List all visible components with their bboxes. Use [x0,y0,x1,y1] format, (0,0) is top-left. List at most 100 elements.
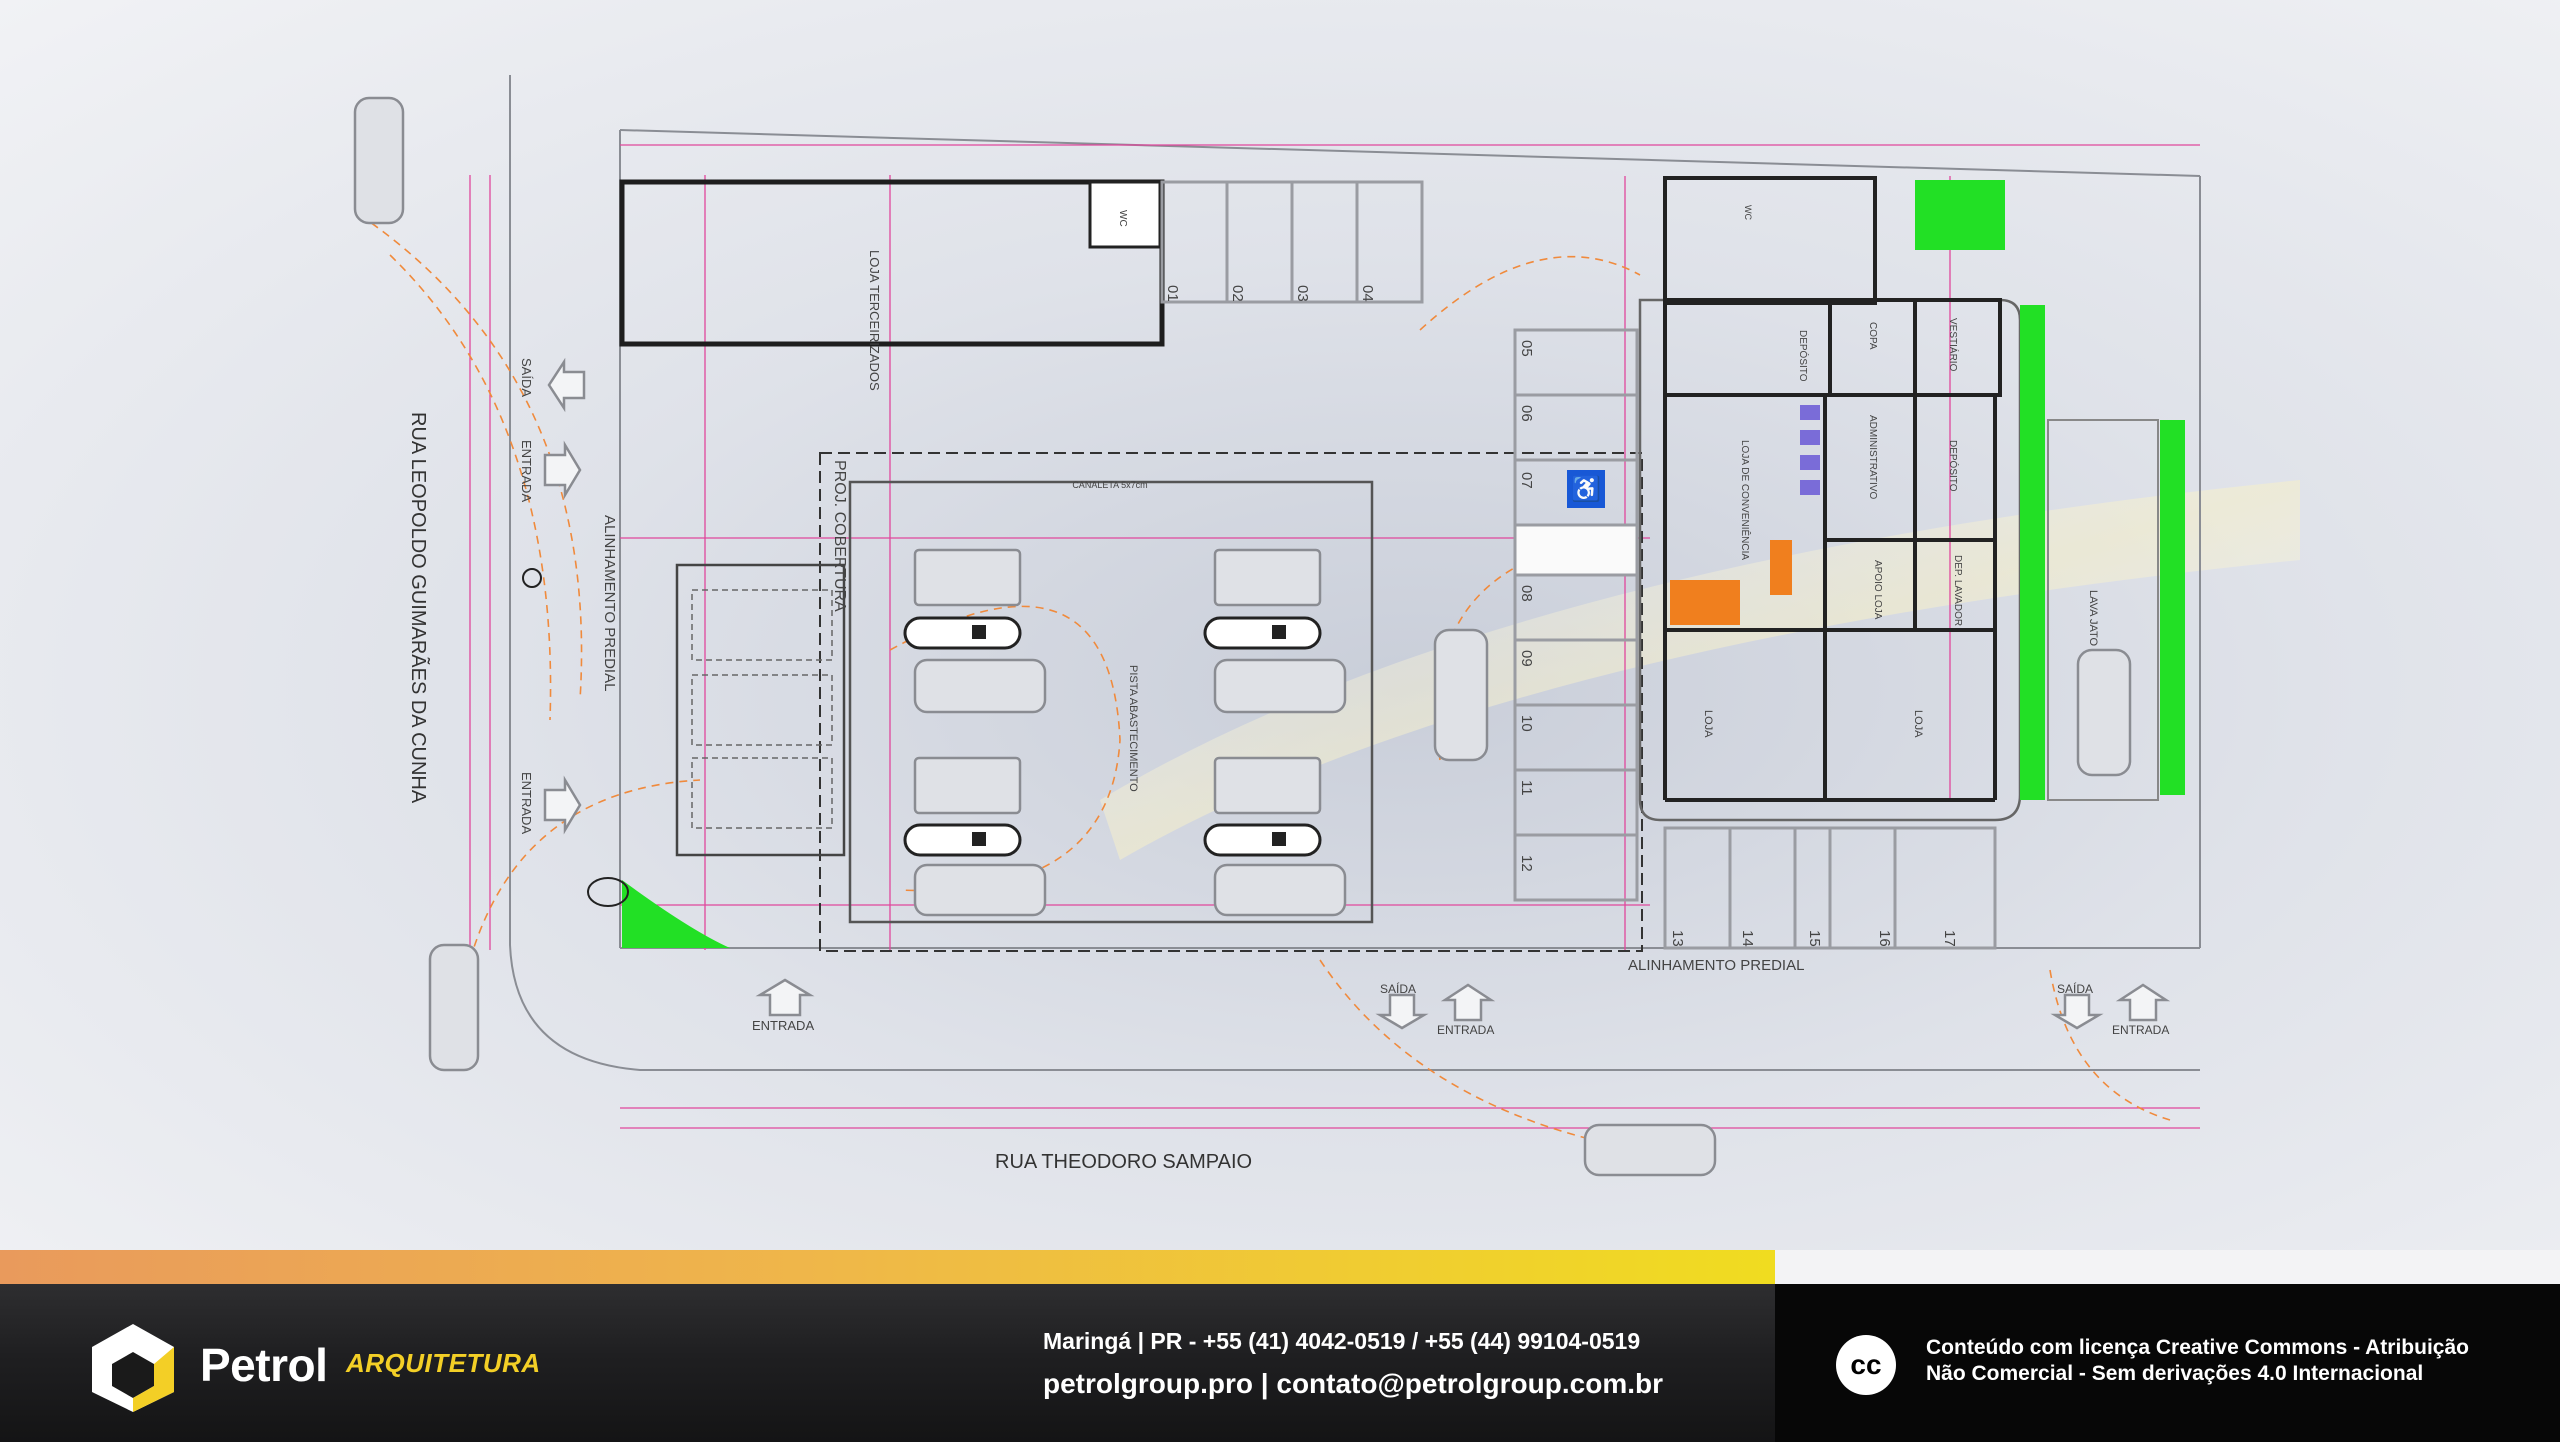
space-14: 14 [1739,930,1756,947]
entry-label-bottom-3: ENTRADA [2112,1023,2169,1037]
footer [0,1250,2560,1442]
wheelchair-icon: ♿ [1571,475,1601,503]
entry-arrow-bottom-1 [755,978,815,1017]
street-car-3 [1583,1123,1717,1177]
store-support-label: APOIO LOJA [1872,560,1883,620]
service-rooms [1663,298,2002,397]
footer-bar-right [1775,1284,2560,1442]
light-sweep [1100,480,2300,860]
entry-arrow-left-1 [543,440,582,500]
footer-stripe-right [1775,1250,2560,1284]
space-16: 16 [1876,930,1893,947]
pump-cars [913,548,1347,917]
pump-curve [889,605,1121,892]
wc-block-top [1663,176,1877,305]
space-04: 04 [1359,285,1376,302]
store-left-label: LOJA [1702,710,1714,738]
canopy-area [848,480,1374,924]
grass-strip-left [2020,305,2045,800]
space-03: 03 [1294,285,1311,302]
accessible-parking-icon [1567,470,1605,508]
floor-plan-area: WC LOJA TERCEIRIZADOS 01 02 03 04 PROJ. … [0,0,2560,1250]
property-line-top [619,129,2201,177]
space-07: 07 [1518,472,1535,489]
turn-curve-3 [469,779,701,961]
exit-label-bottom-1: SAÍDA [1380,981,1416,996]
grass-strip-right [2160,420,2185,795]
brand-name: Petrol [200,1339,328,1391]
kitchen-label: COPA [1867,322,1878,350]
entry-label-left-2: ENTRADA [519,772,534,834]
parking-top [1160,180,1424,304]
grass-top [1915,180,2005,250]
main-building-outline [1638,298,2022,822]
license-line-2: Não Comercial - Sem derivações 4.0 Inter… [1926,1362,2424,1385]
creative-commons-icon: cc [1836,1335,1896,1395]
exit-label-left: SAÍDA [519,358,534,397]
turn-curve-4 [1419,255,1641,331]
alignment-bottom-label: ALINHAMENTO PREDIAL [1628,957,1804,974]
fuel-tanks-area [675,563,846,857]
deposit-top-label: DEPÓSITO [1797,330,1810,382]
third-party-store-label: LOJA TERCEIRIZADOS [867,250,882,391]
brand-subtitle: ARQUITETURA [346,1348,541,1378]
grass-corner [622,880,730,948]
space-15: 15 [1806,930,1823,947]
entry-arrow-bottom-3 [2115,983,2171,1022]
space-11: 11 [1518,780,1535,796]
turn-curve-2 [389,254,552,721]
space-12: 12 [1518,855,1535,872]
car-wash-car [2076,648,2132,777]
turn-curve-1 [359,214,583,701]
deposit-washer-label: DEP. LAVADOR [1952,555,1963,626]
footer-gradient-stripe [0,1250,1775,1284]
wc-top-label: WC [1743,205,1753,220]
space-01: 01 [1164,285,1181,302]
exit-label-bottom-2: SAÍDA [2057,981,2093,996]
tank-3 [691,757,833,829]
channel-label: CANALETA 5x7cm [1072,480,1147,490]
pole-marker [522,568,542,588]
license-line-1: Conteúdo com licença Creative Commons - … [1926,1336,2469,1359]
alignment-left-label: ALINHAMENTO PREDIAL [601,515,618,691]
street-curb-bottom [509,944,2200,1071]
contact-web-email: petrolgroup.pro | contato@petrolgroup.co… [1043,1368,1663,1399]
entry-label-left-1: ENTRADA [519,440,534,502]
canopy-projection-outline [819,452,1643,952]
space-06: 06 [1518,405,1535,422]
street-left-label: RUA LEOPOLDO GUIMARÃES DA CUNHA [407,412,431,804]
space-13: 13 [1669,930,1686,947]
locker-label: VESTIÁRIO [1947,318,1960,372]
space-10: 10 [1518,715,1535,732]
store-right-label: LOJA [1912,710,1924,738]
entry-arrow-left-2 [543,775,582,835]
parking-bottom [1663,826,1997,950]
furniture-counter [1770,540,1792,595]
convenience-store-label: LOJA DE CONVENIÊNCIA [1739,440,1752,560]
petrol-logo-icon [92,1324,174,1412]
space-09: 09 [1518,650,1535,667]
car-wash-area [2047,419,2159,801]
entry-arrow-bottom-2 [1440,983,1496,1022]
administrative-label: ADMINISTRATIVO [1867,415,1878,499]
canopy-projection-label: PROJ. COBERTURA [831,460,848,612]
pump-area-label: PISTA ABASTECIMENTO [1127,665,1139,792]
entry-label-bottom-1: ENTRADA [752,1018,814,1033]
store-wc-label: WC [1117,210,1128,227]
furniture-table [1670,580,1740,625]
exit-arrow-bottom-1 [1375,993,1429,1030]
turn-curve-6 [1319,959,1641,1151]
turn-curve-7 [2049,969,2171,1121]
deposit-label: DEPÓSITO [1947,440,1960,492]
lot-car [1433,628,1489,762]
space-02: 02 [1229,285,1246,302]
product-racks [1800,405,1820,495]
sign-marker [587,877,629,907]
exit-arrow-left [547,357,586,413]
third-party-store-walls [619,179,1165,347]
parking-column [1513,328,1639,902]
car-wash-label: LAVA JATO [2087,590,2099,646]
store-wc [1088,180,1162,249]
street-bottom-label: RUA THEODORO SAMPAIO [995,1151,1252,1173]
tank-2 [691,674,833,746]
